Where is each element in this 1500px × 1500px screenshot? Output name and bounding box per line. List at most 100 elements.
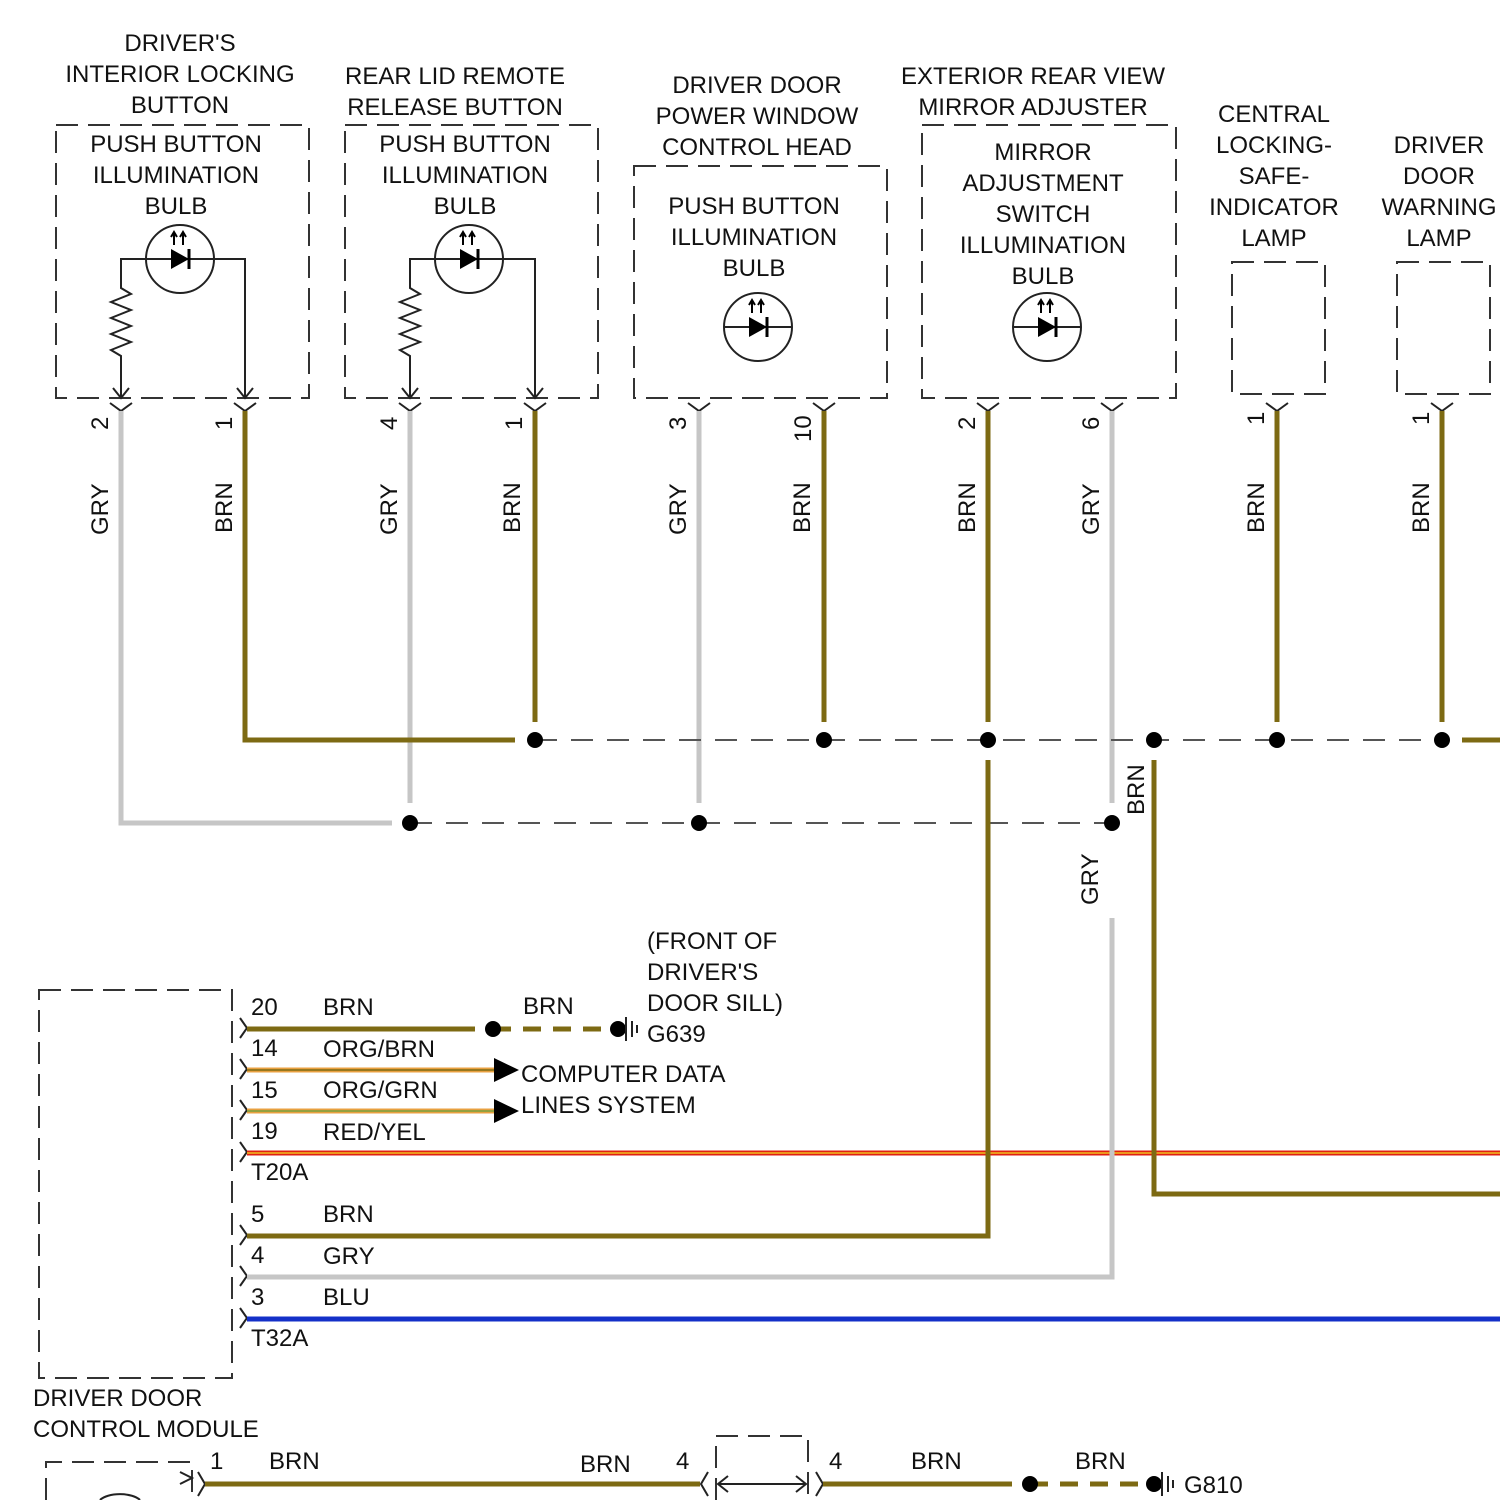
driver-door-control-module-box: [39, 990, 232, 1378]
inner-line: ILLUMINATION: [382, 162, 548, 189]
safe-indicator-box: [1232, 262, 1325, 394]
pin-number: 10: [790, 415, 817, 442]
data-lines-label: LINES SYSTEM: [521, 1092, 696, 1119]
bottom-component-arc: [100, 1494, 140, 1500]
splice-dot: [980, 732, 996, 748]
wire-label: BRN: [954, 482, 981, 533]
ground-wire-label: BRN: [523, 993, 574, 1020]
title-line: LAMP: [1241, 225, 1306, 252]
title-line: EXTERIOR REAR VIEW: [901, 63, 1165, 90]
arrow-right-icon: [494, 1058, 519, 1082]
inner-line: ILLUMINATION: [671, 224, 837, 251]
title-line: LOCKING-: [1216, 132, 1332, 159]
ground-icon: [1162, 1472, 1173, 1496]
wire-label: BRN: [323, 994, 374, 1021]
brown-wire: [245, 411, 515, 740]
wire-label: BRN: [1408, 482, 1435, 533]
pin-number: 5: [251, 1201, 264, 1228]
splice-dot: [691, 815, 707, 831]
pin-number: 14: [251, 1035, 278, 1062]
splice-dot: [1269, 732, 1285, 748]
ground-location-line: DRIVER'S: [647, 959, 758, 986]
splice-dot: [1104, 815, 1120, 831]
inner-line: BULB: [145, 193, 208, 220]
brown-wire: [1154, 760, 1500, 1194]
title-line: BUTTON: [131, 92, 229, 119]
splice-dot: [1146, 1476, 1162, 1492]
pin-number: 4: [251, 1242, 264, 1269]
inner-line: MIRROR: [994, 139, 1091, 166]
internal-wire: [214, 259, 245, 398]
ground-location-line: (FRONT OF: [647, 928, 777, 955]
wire-label: BRN: [269, 1448, 320, 1475]
pin-number: 2: [954, 417, 981, 430]
pin-number: 4: [676, 1448, 689, 1475]
inner-line: SWITCH: [996, 201, 1091, 228]
title-line: SAFE-: [1239, 163, 1310, 190]
pin-number: 19: [251, 1118, 278, 1145]
ground-location-line: DOOR SILL): [647, 990, 783, 1017]
wire-label: BRN: [323, 1201, 374, 1228]
wire-label: RED/YEL: [323, 1119, 426, 1146]
module-name-line: DRIVER DOOR: [33, 1385, 202, 1412]
led-icon: [435, 225, 503, 293]
inner-line: BULB: [1012, 263, 1075, 290]
t20a-connector: 20 BRN 14 ORG/BRN 15 ORG/GRN 19 RED/YEL …: [251, 994, 438, 1186]
title-line: DOOR: [1403, 163, 1475, 190]
ground-id: G639: [647, 1021, 706, 1048]
wire-label: BRN: [580, 1451, 631, 1478]
inner-line: ILLUMINATION: [93, 162, 259, 189]
inner-line: PUSH BUTTON: [90, 131, 262, 158]
ground-icon: [626, 1017, 637, 1041]
connector-icon: [198, 1472, 205, 1496]
title-line: RELEASE BUTTON: [347, 94, 563, 121]
wire-label: GRY: [323, 1243, 375, 1270]
title-line: DRIVER: [1394, 132, 1485, 159]
wire-label: ORG/BRN: [323, 1036, 435, 1063]
gray-wire: [121, 411, 392, 823]
wire-label: BRN: [1075, 1448, 1126, 1475]
inner-line: BULB: [723, 255, 786, 282]
wire-labels: GRY BRN GRY BRN GRY BRN BRN GRY BRN BRN …: [87, 482, 1435, 905]
inner-line: PUSH BUTTON: [379, 131, 551, 158]
pin-numbers: 2 1 4 1 3 10 2 6 1 1: [87, 412, 1435, 442]
wire-label: GRY: [87, 483, 114, 535]
pin-number: 1: [211, 417, 238, 430]
title-line: INDICATOR: [1209, 194, 1339, 221]
pin-number: 1: [1243, 412, 1270, 425]
wire-label: BRN: [1123, 764, 1150, 815]
pin-number: 15: [251, 1077, 278, 1104]
title-line: MIRROR ADJUSTER: [918, 94, 1147, 121]
wire-label: GRY: [376, 483, 403, 535]
title-line: DRIVER'S: [124, 30, 235, 57]
double-arrow-icon: [718, 1476, 806, 1492]
title-line: REAR LID REMOTE: [345, 63, 565, 90]
splice-dots: [402, 732, 1450, 831]
pin-number: 4: [376, 417, 403, 430]
module-name-line: CONTROL MODULE: [33, 1416, 259, 1443]
connector-icon: [110, 403, 1453, 411]
ground-id: G810: [1184, 1472, 1243, 1499]
title-line: LAMP: [1406, 225, 1471, 252]
connector-icon: [240, 1018, 247, 1328]
title-line: CONTROL HEAD: [662, 134, 852, 161]
splice-dot: [402, 815, 418, 831]
inner-line: BULB: [434, 193, 497, 220]
splice-dot: [1434, 732, 1450, 748]
splice-dot: [610, 1021, 626, 1037]
resistor-icon: [400, 259, 435, 398]
led-icon: [1013, 293, 1081, 361]
wire-label: BLU: [323, 1284, 370, 1311]
wire-label: BRN: [211, 482, 238, 533]
title-line: DRIVER DOOR: [672, 72, 841, 99]
pin-number: 1: [1408, 412, 1435, 425]
pin-number: 3: [251, 1284, 264, 1311]
title-line: POWER WINDOW: [656, 103, 859, 130]
data-lines-label: COMPUTER DATA: [521, 1061, 725, 1088]
pin-number: 1: [210, 1448, 223, 1475]
pin-number: 2: [87, 417, 114, 430]
pin-number: 4: [829, 1448, 842, 1475]
arrow-right-icon: [494, 1099, 519, 1123]
connector-name: T32A: [251, 1325, 308, 1352]
